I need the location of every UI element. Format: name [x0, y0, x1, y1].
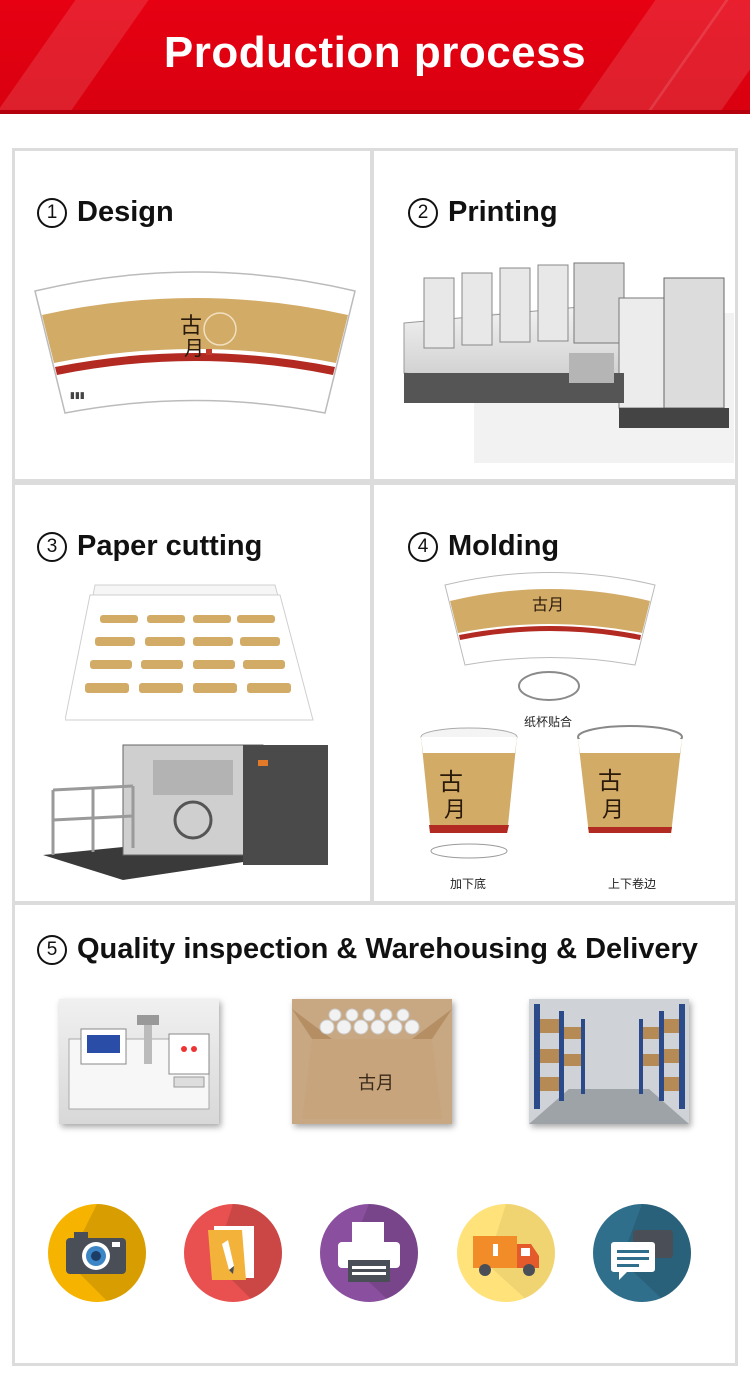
- printer-icon: [320, 1204, 418, 1302]
- svg-text:月: 月: [602, 798, 624, 823]
- warehouse-photo: [529, 999, 689, 1124]
- svg-text:古: 古: [180, 314, 202, 339]
- cup-fan-design-image: 古 月 ▮▮▮: [34, 271, 356, 414]
- svg-text:古: 古: [598, 767, 622, 795]
- printing-press-image: [403, 262, 734, 463]
- carton-box-photo: 古月: [292, 999, 452, 1124]
- svg-text:古月: 古月: [532, 595, 564, 614]
- svg-text:月: 月: [184, 336, 204, 360]
- inspection-machine-photo: [59, 999, 219, 1124]
- page-title: Production process: [163, 28, 587, 77]
- die-cutting-machine-image: [43, 744, 328, 880]
- chat-icon: [593, 1204, 691, 1302]
- camera-icon: [48, 1204, 146, 1302]
- caption-bond: 纸杯贴合: [524, 715, 573, 729]
- cut-sheets-image: [65, 584, 314, 721]
- cup-bottom-image: 古 月: [420, 727, 518, 859]
- molding-fan-image: 古月: [444, 572, 656, 666]
- header-banner: Production process: [0, 0, 750, 114]
- cup-curl-image: 古 月: [577, 725, 683, 847]
- caption-curl: 上下卷边: [608, 877, 657, 891]
- svg-text:▮▮▮: ▮▮▮: [70, 390, 85, 400]
- svg-text:古月: 古月: [358, 1073, 394, 1094]
- svg-text:古: 古: [439, 768, 463, 796]
- caption-bottom: 加下底: [450, 877, 487, 891]
- svg-text:月: 月: [444, 798, 466, 823]
- truck-icon: [457, 1204, 555, 1302]
- folder-icon: [184, 1204, 282, 1302]
- ring-image: [518, 671, 580, 701]
